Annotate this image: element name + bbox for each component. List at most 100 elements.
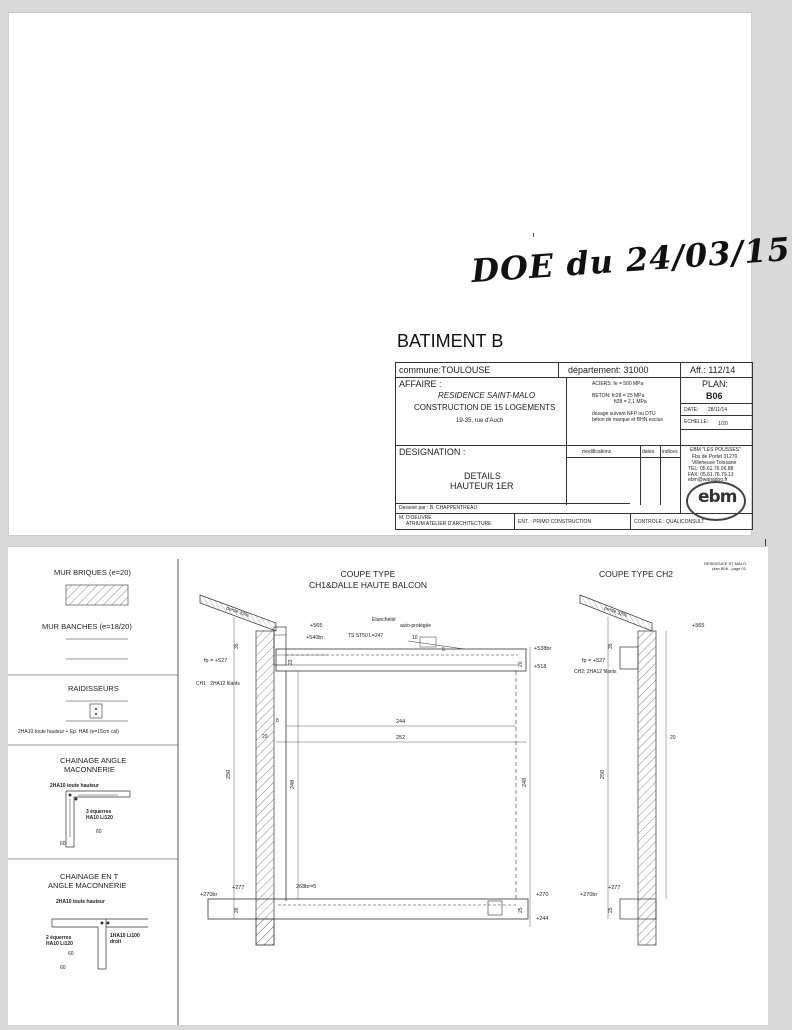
coupe-type-ch1: COUPE TYPE CH1&DALLE HAUTE BALCON pente … [196, 569, 551, 946]
commune-value: commune:TOULOUSE [399, 365, 491, 375]
dim-10: 10 [412, 635, 418, 641]
indices-header: indices [662, 449, 678, 455]
date-value: 28/11/14 [708, 407, 728, 413]
divider [680, 429, 752, 430]
divider [640, 445, 641, 505]
level-565: +565 [692, 623, 704, 629]
level-277: +277 [232, 885, 244, 891]
company-logo [686, 481, 746, 521]
raidisseurs-note: 2HA10 toute hauteur + Ep. HA6 (e=15cm ca… [18, 729, 119, 735]
level-518: +518 [534, 664, 546, 670]
dim-8: 8 [276, 718, 279, 724]
modifications-header: modifications [582, 449, 612, 455]
handwritten-doe-note: DOE du 24/03/15 [470, 229, 792, 291]
drawn-by: Dessiné par : B. CHAPPENTREAU [399, 505, 478, 511]
page-header-line1: RESIDENCE ST MALO [704, 561, 746, 566]
dim-20: 20 [262, 734, 268, 740]
control-office: CONTROLE : QUALICONSULT [634, 519, 705, 525]
beton-spec-2: ft28 = 2,1 MPa [614, 399, 647, 405]
brick-wall-swatch [65, 584, 129, 606]
ha10-li100-label: 1HA10 Li100 [110, 933, 140, 939]
legend-mur-banches: MUR BANCHES (e=18/20) [42, 622, 132, 631]
page-header-line2: plan B06 - page 01 [712, 566, 747, 571]
auto-protegee-label: auto-protégée [400, 623, 431, 629]
contractor: ENT. : PRIMO CONSTRUCTION [518, 519, 592, 525]
dim-244: 244 [396, 719, 405, 725]
plan-label: PLAN: [702, 379, 729, 389]
dim-20: 20 [670, 735, 676, 741]
level-270: +270 [536, 892, 548, 898]
divider [396, 377, 752, 378]
designation-line-1: DETAILS [464, 471, 501, 481]
level-540br: +540br [306, 635, 323, 641]
dim-22: 22 [288, 659, 294, 665]
ts-st50-label: TS ST50 L=247 [348, 633, 383, 639]
divider [514, 513, 515, 529]
dim-5: 5 [442, 647, 445, 653]
company-phone: TEL: 05.61.76.06.88 [688, 466, 734, 472]
level-538br: +538br [534, 646, 551, 652]
equerres-label: 3 équerres [86, 809, 112, 815]
moe-label: M. D'OEUVRE [399, 515, 432, 521]
dim-35: 35 [608, 643, 614, 649]
dim-25: 25 [518, 907, 524, 913]
equerres-spec: HA10 Li120 [46, 941, 73, 947]
level-270br: +270br [200, 892, 217, 898]
title-block: commune:TOULOUSE département: 31000 Aff.… [395, 362, 753, 530]
company-fax: FAX: 05.61.76.79.13 [688, 472, 734, 478]
pencil-mark [533, 233, 534, 237]
dim-60: 60 [60, 965, 66, 971]
level-244: +244 [536, 916, 548, 922]
legend-mur-briques: MUR BRIQUES (e=20) [54, 568, 131, 577]
toute-hauteur-label: 2HA10 toute hauteur [50, 783, 99, 789]
droit-label: droit [110, 939, 121, 945]
company-address-2: Villeneuve Tolosane [692, 460, 737, 466]
legend-chainage-angle-2: MACONNERIE [64, 765, 115, 774]
equerres-spec: HA10 Li120 [86, 815, 113, 821]
ch1-label: CH1 : 2HA12 filants [196, 681, 240, 687]
divider [396, 445, 752, 446]
dates-header: dates [642, 449, 655, 455]
echelle-label: ECHELLE: [684, 419, 709, 425]
divider [680, 415, 752, 416]
divider [680, 363, 681, 513]
section-drawings: RESIDENCE ST MALO plan B06 - page 01 MUR… [8, 559, 747, 1025]
dim-250: 250 [600, 770, 606, 779]
beton-spec: BETON: fc28 = 25 MPa [592, 393, 645, 399]
coupe-type-ch2: COUPE TYPE CH2 pente 33% +565 35 fp = +5… [574, 569, 704, 946]
construction-label: CONSTRUCTION DE 15 LOGEMENTS [414, 403, 556, 412]
upper-drawing-sheet: DOE du 24/03/15 BATIMENT B commune:TOULO… [8, 12, 792, 548]
designation-line-2: HAUTEUR 1ER [450, 481, 514, 491]
divider [566, 445, 567, 505]
level-277: +277 [608, 885, 620, 891]
echelle-value: 1/20 [718, 421, 728, 427]
aciers-spec: ACIERS: fe = 500 MPa [592, 381, 644, 387]
fp-527: fp = +527 [582, 658, 605, 664]
dim-35: 35 [234, 643, 240, 649]
legend-chainage-t: CHAINAGE EN T [60, 872, 119, 881]
building-title: BATIMENT B [397, 331, 504, 351]
legend-raidisseurs: RAIDISSEURS [68, 684, 119, 693]
divider [558, 363, 559, 377]
coupe1-subtitle: CH1&DALLE HAUTE BALCON [309, 580, 427, 590]
level-270br: +270br [580, 892, 597, 898]
divider [396, 503, 630, 504]
divider [566, 377, 567, 445]
divider [680, 403, 752, 404]
affaire-number: Aff.: 112/14 [690, 365, 736, 375]
architect-name: ATRIUM ATELIER D'ARCHITECTURE [406, 521, 492, 527]
legend-chainage-angle: CHAINAGE ANGLE [60, 756, 126, 765]
divider [396, 513, 752, 514]
etancheite-label: Etanchéité [372, 617, 396, 623]
dim-26: 26 [234, 907, 240, 913]
company-name: EBM "LES POUSSES" [690, 447, 741, 453]
coupe1-title: COUPE TYPE [341, 569, 396, 579]
toute-hauteur-label: 2HA10 toute hauteur [56, 899, 105, 905]
dosage-note-2: béton de marque et BHN exclus [592, 417, 663, 423]
designation-label: DESIGNATION : [399, 447, 466, 457]
dim-60: 60 [60, 841, 66, 847]
divider [630, 513, 631, 529]
lower-drawing-sheet: RESIDENCE ST MALO plan B06 - page 01 MUR… [8, 546, 768, 1025]
departement-value: département: 31000 [568, 365, 649, 375]
dim-250: 250 [226, 770, 232, 779]
